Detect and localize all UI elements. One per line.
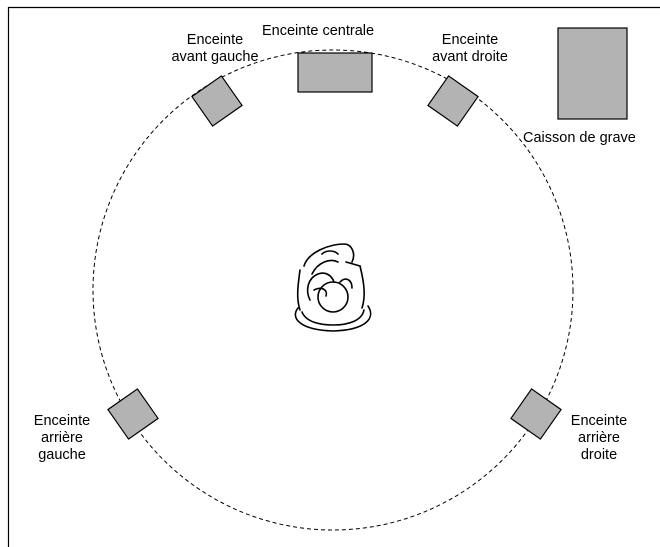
subwoofer-label: Caisson de grave [523,130,636,146]
rear-left-label-line-1: Enceinte [33,413,91,429]
rear-right-speaker-label: Enceinte arrière droite [562,413,636,464]
listening-circle [92,49,574,531]
front-left-speaker-label: Enceinte avant gauche [165,32,265,66]
rear-right-label-line-2: arrière [578,430,620,446]
rear-left-speaker [107,388,159,440]
front-right-label-line-2: avant droite [432,49,508,65]
rear-right-speaker [510,388,562,440]
front-center-speaker [297,52,373,93]
rear-left-label-line-3: gauche [38,447,86,463]
front-left-speaker [191,75,243,127]
frame-border [7,6,660,547]
front-left-label-line-2: avant gauche [171,49,259,65]
front-left-label-line-1: Enceinte [186,32,244,48]
subwoofer-speaker [557,27,628,120]
rear-right-label-line-3: droite [580,447,618,463]
front-right-speaker-label: Enceinte avant droite [420,32,520,66]
rear-right-label-line-1: Enceinte [570,413,628,429]
rear-left-speaker-label: Enceinte arrière gauche [25,413,99,464]
front-right-label-line-1: Enceinte [441,32,499,48]
listener-in-chair-icon [294,243,372,332]
front-right-speaker [427,75,479,127]
front-center-speaker-label: Enceinte centrale [262,23,375,39]
rear-left-label-line-2: arrière [41,430,83,446]
